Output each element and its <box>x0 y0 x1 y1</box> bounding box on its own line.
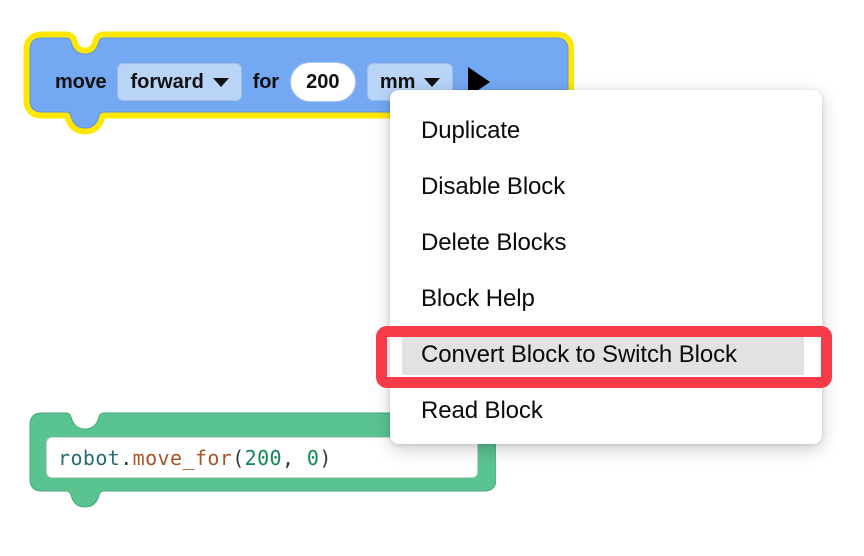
menu-item-block-help[interactable]: Block Help <box>390 271 822 327</box>
code-token-open: ( <box>232 445 245 470</box>
code-token-close: ) <box>319 445 332 470</box>
distance-input[interactable]: 200 <box>289 62 356 102</box>
chevron-down-icon <box>212 77 229 87</box>
code-token-comma: , <box>281 445 307 470</box>
menu-item-label: Read Block <box>421 397 543 424</box>
menu-item-label: Duplicate <box>421 117 521 144</box>
move-block-fields: move forward for 200 mm <box>22 30 574 140</box>
code-token-arg1: 200 <box>244 445 282 470</box>
code-input-field[interactable]: robot.move_for(200, 0) <box>46 437 478 478</box>
block-context-menu[interactable]: Duplicate Disable Block Delete Blocks Bl… <box>376 90 832 444</box>
menu-item-delete-blocks[interactable]: Delete Blocks <box>390 215 822 271</box>
for-label: for <box>252 70 279 93</box>
move-label: move <box>55 70 107 93</box>
code-text: robot.move_for(200, 0) <box>58 446 332 470</box>
menu-item-disable-block[interactable]: Disable Block <box>390 159 822 215</box>
direction-dropdown[interactable]: forward <box>117 63 242 101</box>
menu-item-convert-block-to-switch-block[interactable]: Convert Block to Switch Block <box>402 335 804 375</box>
code-token-object: robot <box>58 445 121 470</box>
code-block[interactable]: robot.move_for(200, 0) <box>26 408 496 520</box>
chevron-down-icon <box>424 77 441 87</box>
distance-input-value: 200 <box>306 70 340 93</box>
menu-row-convert-block: Convert Block to Switch Block <box>390 327 822 383</box>
play-triangle-icon[interactable] <box>468 67 491 97</box>
code-token-dot: . <box>120 445 133 470</box>
direction-dropdown-value: forward <box>130 70 204 93</box>
code-token-arg2: 0 <box>306 445 320 470</box>
menu-item-read-block[interactable]: Read Block <box>390 383 822 439</box>
units-dropdown-value: mm <box>379 70 416 93</box>
menu-item-label: Block Help <box>421 285 535 312</box>
code-token-function: move_for <box>132 445 233 470</box>
menu-item-label: Delete Blocks <box>421 229 567 256</box>
menu-item-label: Convert Block to Switch Block <box>421 341 737 368</box>
menu-item-label: Disable Block <box>421 173 566 200</box>
menu-item-duplicate[interactable]: Duplicate <box>390 103 822 159</box>
